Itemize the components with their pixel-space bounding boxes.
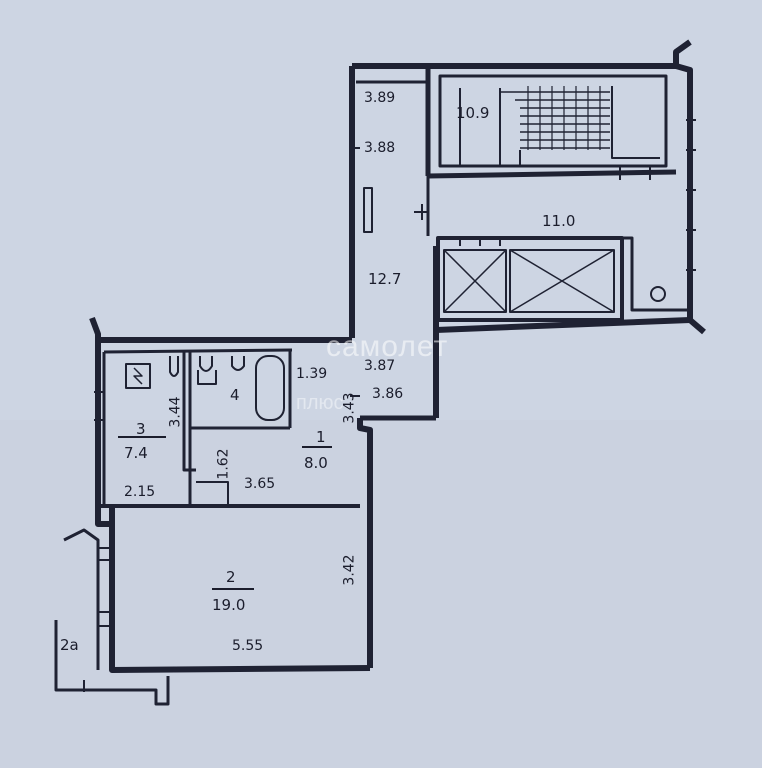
- room-1-area: 8.0: [304, 454, 328, 472]
- apt-left-wall: [89, 316, 112, 527]
- dim-3-43: 3.43: [341, 392, 358, 424]
- right-wall: [675, 63, 706, 335]
- corridor-area: 12.7: [368, 270, 402, 288]
- room-2-area: 19.0: [212, 596, 246, 614]
- hall-area: 11.0: [542, 212, 576, 230]
- room-2-number: 2: [226, 568, 236, 586]
- balcony-2a-label: 2a: [60, 636, 79, 654]
- room-3-area: 7.4: [124, 444, 148, 462]
- dim-2-15: 2.15: [124, 484, 156, 500]
- dim-3-42: 3.42: [341, 554, 358, 586]
- apt-right-wall: [357, 418, 373, 668]
- dim-3-88: 3.88: [364, 140, 396, 156]
- watermark-text: самолет: [326, 330, 449, 363]
- room-3-divider: [118, 436, 166, 438]
- room-2-divider: [212, 588, 254, 590]
- dim-3-89: 3.89: [364, 90, 396, 106]
- dim-3-44: 3.44: [167, 396, 184, 428]
- watermark-subtext: плюс: [296, 392, 344, 414]
- hall-bottom-wall: [435, 317, 691, 333]
- dim-3-65: 3.65: [244, 476, 276, 492]
- dim-1-39: 1.39: [296, 366, 328, 382]
- room-1-number: 1: [316, 428, 326, 446]
- dim-1-62: 1.62: [215, 448, 232, 480]
- room-3-number: 3: [136, 420, 146, 438]
- room-1-divider: [302, 446, 332, 448]
- stair-area: 10.9: [456, 104, 490, 122]
- dim-5-55: 5.55: [232, 638, 264, 654]
- room-4-number: 4: [230, 386, 240, 404]
- dim-3-87: 3.87: [364, 358, 396, 374]
- top-wall: [352, 39, 692, 69]
- dim-3-86: 3.86: [372, 386, 404, 402]
